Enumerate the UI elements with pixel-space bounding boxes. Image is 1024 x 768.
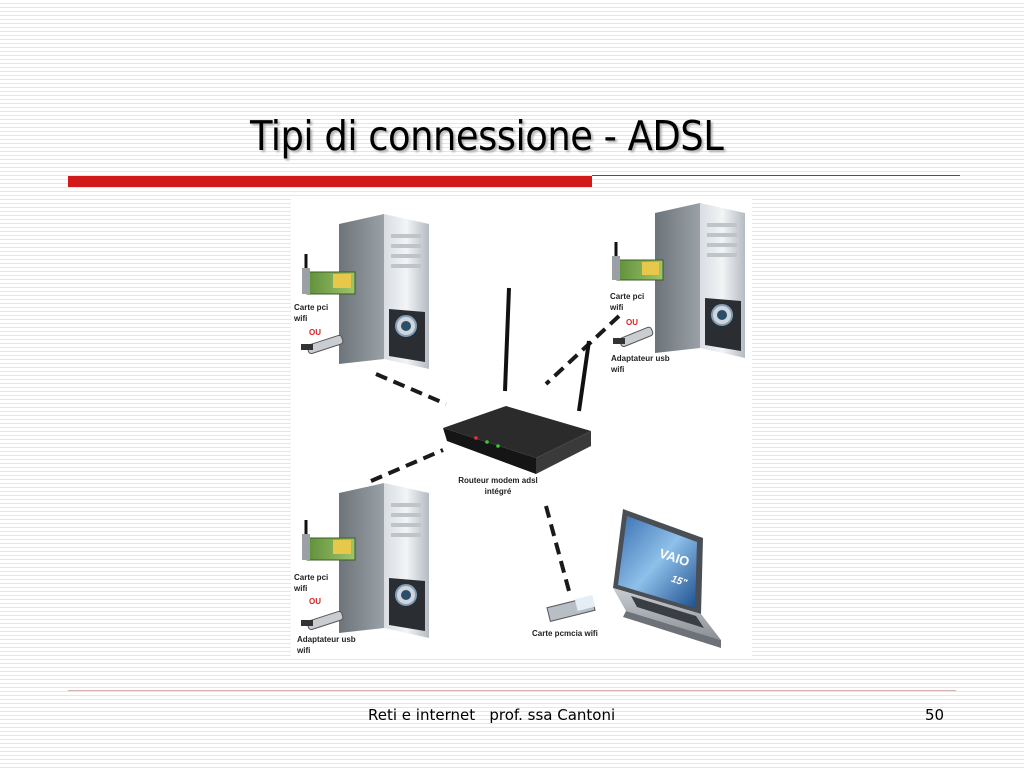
label-ou-bottom-left: OU bbox=[309, 597, 321, 606]
label-pcmcia: Carte pcmcia wifi bbox=[532, 629, 598, 638]
link-pc-top-left bbox=[375, 372, 447, 406]
title-underline-thick bbox=[68, 176, 592, 187]
footer-rule bbox=[68, 690, 956, 691]
pci-card-top-left bbox=[302, 254, 356, 295]
link-pc-top-right bbox=[544, 314, 621, 386]
link-laptop bbox=[544, 505, 571, 592]
label-ou-top-right: OU bbox=[626, 318, 638, 327]
adsl-router bbox=[443, 287, 591, 474]
pci-card-top-right bbox=[612, 242, 664, 281]
label-ou-top-left: OU bbox=[309, 328, 321, 337]
vaio-laptop bbox=[613, 509, 721, 648]
page-number: 50 bbox=[925, 706, 945, 724]
pc-tower-bottom-left bbox=[339, 483, 429, 638]
slide-title: Tipi di connessione - ADSL bbox=[250, 112, 724, 160]
footer-text: Reti e internet prof. ssa Cantoni bbox=[368, 706, 616, 724]
pc-tower-top-left bbox=[339, 214, 429, 369]
usb-adapter-top-left bbox=[301, 334, 344, 355]
title-underline-thin bbox=[592, 175, 960, 176]
usb-adapter-top-right bbox=[613, 326, 654, 347]
usb-adapter-bottom-left bbox=[301, 610, 344, 631]
wireless-links bbox=[370, 314, 621, 592]
network-diagram-graphics bbox=[301, 203, 745, 648]
pcmcia-card bbox=[546, 595, 596, 622]
link-pc-bottom-left bbox=[370, 448, 444, 483]
pci-card-bottom-left bbox=[302, 520, 356, 561]
pc-tower-top-right bbox=[655, 203, 745, 358]
